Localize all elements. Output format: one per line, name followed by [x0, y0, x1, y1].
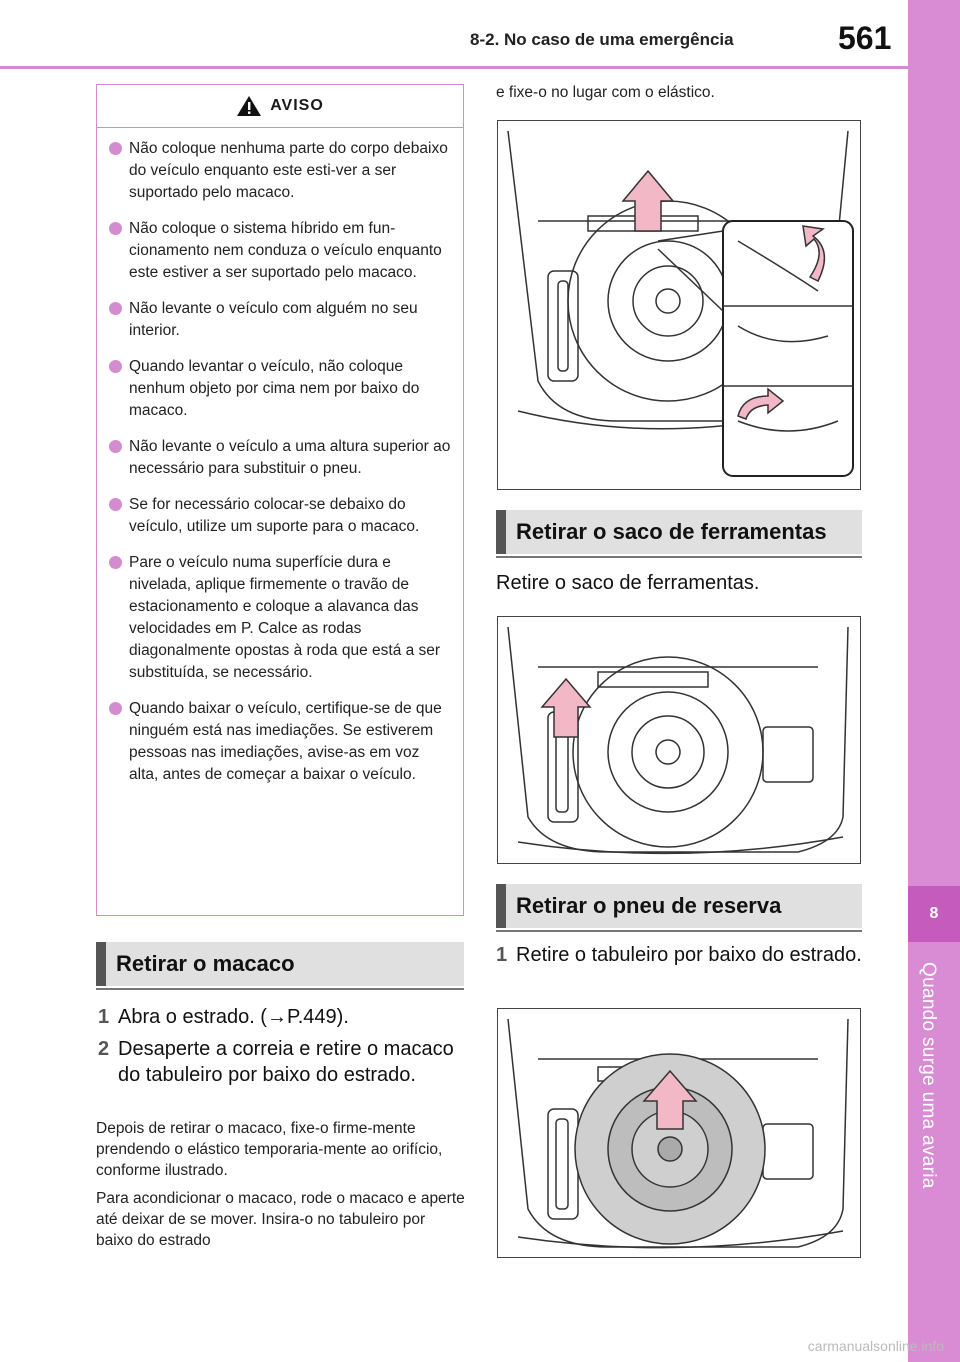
section-header-title: 8-2. No caso de uma emergência	[470, 30, 734, 49]
section-title-remove-spare-tire: Retirar o pneu de reserva	[496, 884, 862, 932]
step-text: Abra o estrado. (→P.449).	[118, 1006, 349, 1028]
jack-removal-illustration	[507, 130, 854, 477]
warning-box: AVISO Não coloque nenhuma parte do corpo…	[96, 84, 464, 916]
jack-paragraph-continuation: e fixe-o no lugar com o elástico.	[496, 84, 715, 101]
header-divider	[0, 66, 908, 69]
step-text: Retire o tabuleiro por baixo do estrado.	[516, 944, 862, 966]
chapter-number: 8	[908, 886, 960, 942]
warning-item: Pare o veículo numa superfície dura e ni…	[109, 552, 451, 684]
spare-tire-illustration	[507, 1018, 849, 1249]
jack-step-2: 2 Desaperte a correia e retire o macaco …	[98, 1036, 464, 1088]
figure-jack-removal	[497, 120, 861, 490]
step-number: 2	[98, 1038, 110, 1060]
figure-tool-bag	[497, 616, 861, 864]
warning-title: AVISO	[270, 97, 324, 114]
step-number: 1	[98, 1006, 110, 1028]
jack-paragraph-1: Depois de retirar o macaco, fixe-o firme…	[96, 1120, 443, 1179]
page-number: 561	[838, 20, 892, 56]
watermark: carmanualsonline.info	[807, 1338, 944, 1354]
warning-triangle-icon	[237, 96, 262, 116]
section-title-remove-jack: Retirar o macaco	[96, 942, 464, 990]
spare-tire-step-1: 1 Retire o tabuleiro por baixo do estrad…	[496, 942, 862, 968]
warning-item: Se for necessário colocar-se debaixo do …	[109, 494, 451, 538]
tool-bag-illustration	[507, 626, 849, 855]
warning-item: Quando baixar o veículo, certifique-se d…	[109, 698, 451, 786]
section-title-remove-tool-bag: Retirar o saco de ferramentas	[496, 510, 862, 558]
figure-spare-tire	[497, 1008, 861, 1258]
bullet-icon	[109, 302, 122, 315]
warning-item: Não coloque nenhuma parte do corpo debai…	[109, 138, 451, 204]
warning-item: Não levante o veículo a uma altura super…	[109, 436, 451, 480]
tool-bag-instruction: Retire o saco de ferramentas.	[496, 572, 760, 594]
warning-header: AVISO	[97, 85, 463, 128]
bullet-icon	[109, 222, 122, 235]
bullet-icon	[109, 556, 122, 569]
warning-item: Não coloque o sistema híbrido em fun-cio…	[109, 218, 451, 284]
step-number: 1	[496, 944, 508, 966]
bullet-icon	[109, 360, 122, 373]
jack-paragraph-2: Para acondicionar o macaco, rode o macac…	[96, 1190, 465, 1249]
chapter-side-tab	[908, 0, 960, 1362]
jack-step-1: 1 Abra o estrado. (→P.449).	[98, 1004, 464, 1030]
warning-item: Não levante o veículo com alguém no seu …	[109, 298, 451, 342]
bullet-icon	[109, 440, 122, 453]
warning-list: Não coloque nenhuma parte do corpo debai…	[97, 128, 463, 786]
bullet-icon	[109, 702, 122, 715]
bullet-icon	[109, 498, 122, 511]
warning-item: Quando levantar o veículo, não coloque n…	[109, 356, 451, 422]
bullet-icon	[109, 142, 122, 155]
chapter-label: Quando surge uma avaria	[918, 962, 939, 1189]
step-text: Desaperte a correia e retire o macaco do…	[118, 1038, 454, 1086]
